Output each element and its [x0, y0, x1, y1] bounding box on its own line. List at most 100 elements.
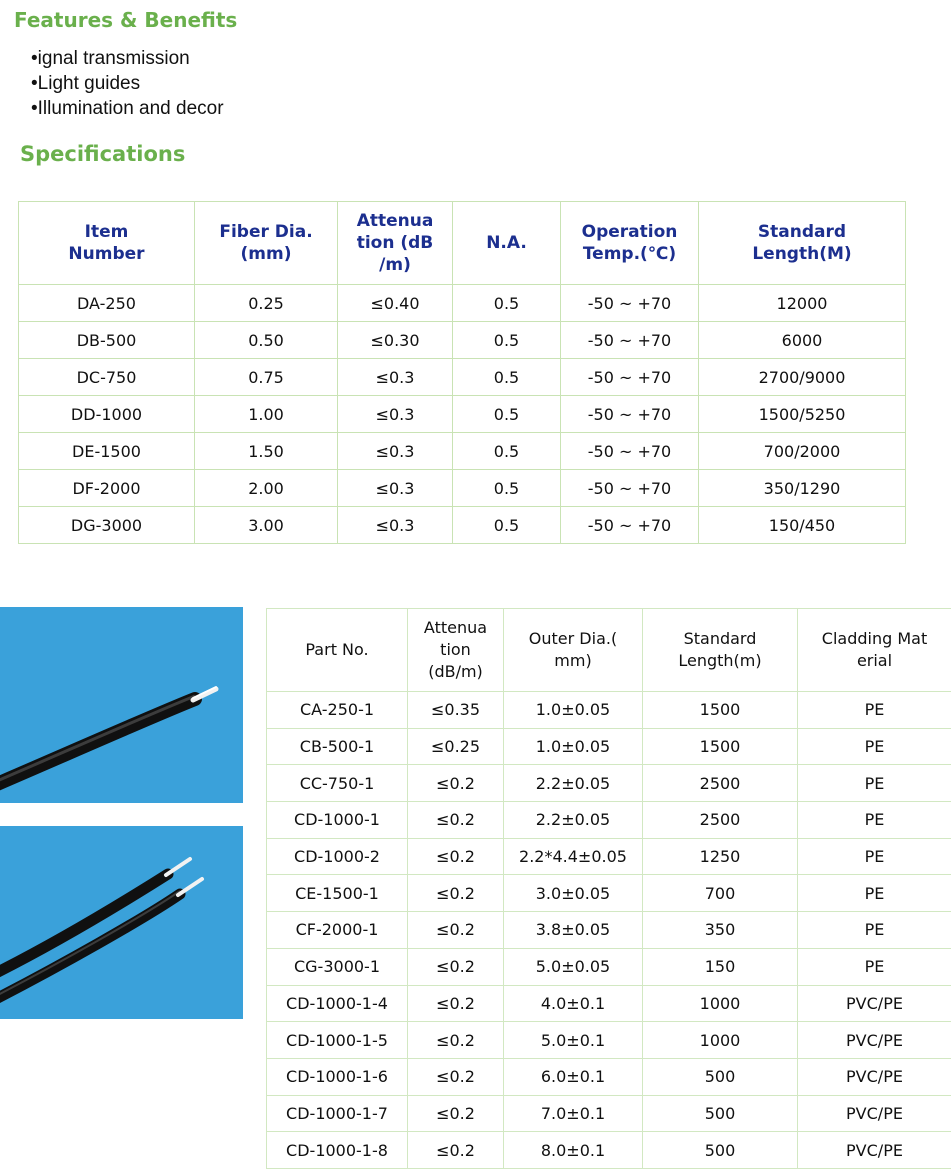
table-cell: 0.5	[452, 506, 561, 544]
table-cell: ≤0.2	[407, 1131, 504, 1169]
table-cell: PE	[797, 727, 951, 766]
table-cell: 1250	[642, 837, 798, 876]
table-cell: -50 ~ +70	[560, 395, 699, 433]
table-cell: 3.0±0.05	[503, 874, 643, 913]
table-cell: 1500	[642, 727, 798, 766]
table-cell: DG-3000	[18, 506, 195, 544]
table-cell: PE	[797, 837, 951, 876]
table-cell: PVC/PE	[797, 1094, 951, 1133]
table-cell: -50 ~ +70	[560, 284, 699, 322]
table-cell: PVC/PE	[797, 984, 951, 1023]
table-cell: PVC/PE	[797, 1131, 951, 1169]
table-cell: 0.5	[452, 321, 561, 359]
table-cell: 4.0±0.1	[503, 984, 643, 1023]
table-cell: DD-1000	[18, 395, 195, 433]
table-cell: PVC/PE	[797, 1057, 951, 1096]
table-cell: ≤0.2	[407, 1021, 504, 1059]
table-cell: ≤0.25	[407, 727, 504, 766]
table-cell: ≤0.2	[407, 984, 504, 1023]
feature-item: •Light guides	[31, 73, 141, 94]
table-cell: CA-250-1	[266, 691, 408, 729]
table-cell: CD-1000-2	[266, 837, 408, 876]
table-cell: ≤0.2	[407, 801, 504, 839]
specifications-title: Specifications	[20, 142, 186, 166]
cable-header-part-no: Part No.	[266, 608, 408, 692]
table-cell: DE-1500	[18, 432, 195, 470]
spec-header-na: N.A.	[452, 201, 561, 285]
table-cell: CC-750-1	[266, 764, 408, 803]
table-cell: 1.50	[194, 432, 338, 470]
table-cell: 150	[642, 947, 798, 986]
table-cell: ≤0.2	[407, 1057, 504, 1096]
table-cell: 2.2±0.05	[503, 801, 643, 839]
table-cell: 1500/5250	[698, 395, 906, 433]
table-cell: 0.5	[452, 469, 561, 507]
table-cell: ≤0.3	[337, 395, 453, 433]
table-cell: 1.00	[194, 395, 338, 433]
table-cell: ≤0.2	[407, 947, 504, 986]
table-cell: DC-750	[18, 358, 195, 396]
table-cell: 700/2000	[698, 432, 906, 470]
table-cell: ≤0.3	[337, 506, 453, 544]
single-cable-photo	[0, 607, 243, 803]
table-cell: 2500	[642, 801, 798, 839]
table-cell: PE	[797, 691, 951, 729]
table-cell: CE-1500-1	[266, 874, 408, 913]
table-cell: 3.8±0.05	[503, 911, 643, 949]
table-cell: -50 ~ +70	[560, 506, 699, 544]
table-cell: DA-250	[18, 284, 195, 322]
table-cell: PE	[797, 764, 951, 803]
table-cell: 500	[642, 1131, 798, 1169]
table-cell: 1500	[642, 691, 798, 729]
table-cell: 5.0±0.05	[503, 947, 643, 986]
table-cell: 12000	[698, 284, 906, 322]
table-cell: 0.50	[194, 321, 338, 359]
table-cell: 350/1290	[698, 469, 906, 507]
table-cell: CD-1000-1-5	[266, 1021, 408, 1059]
table-cell: 500	[642, 1057, 798, 1096]
table-cell: 8.0±0.1	[503, 1131, 643, 1169]
table-cell: 0.5	[452, 284, 561, 322]
table-cell: 0.75	[194, 358, 338, 396]
table-cell: 0.5	[452, 432, 561, 470]
table-cell: ≤0.40	[337, 284, 453, 322]
feature-item: •ignal transmission	[31, 48, 190, 69]
table-cell: CG-3000-1	[266, 947, 408, 986]
table-cell: ≤0.2	[407, 837, 504, 876]
table-cell: PVC/PE	[797, 1021, 951, 1059]
table-cell: ≤0.3	[337, 358, 453, 396]
table-cell: CD-1000-1-6	[266, 1057, 408, 1096]
table-cell: 700	[642, 874, 798, 913]
table-cell: 1.0±0.05	[503, 691, 643, 729]
table-cell: ≤0.2	[407, 874, 504, 913]
table-cell: 2500	[642, 764, 798, 803]
table-cell: 6000	[698, 321, 906, 359]
spec-header-fiber-dia: Fiber Dia.(mm)	[194, 201, 338, 285]
table-cell: 500	[642, 1094, 798, 1133]
table-cell: ≤0.2	[407, 764, 504, 803]
table-cell: CD-1000-1-8	[266, 1131, 408, 1169]
table-cell: ≤0.2	[407, 1094, 504, 1133]
table-cell: ≤0.35	[407, 691, 504, 729]
table-cell: -50 ~ +70	[560, 358, 699, 396]
